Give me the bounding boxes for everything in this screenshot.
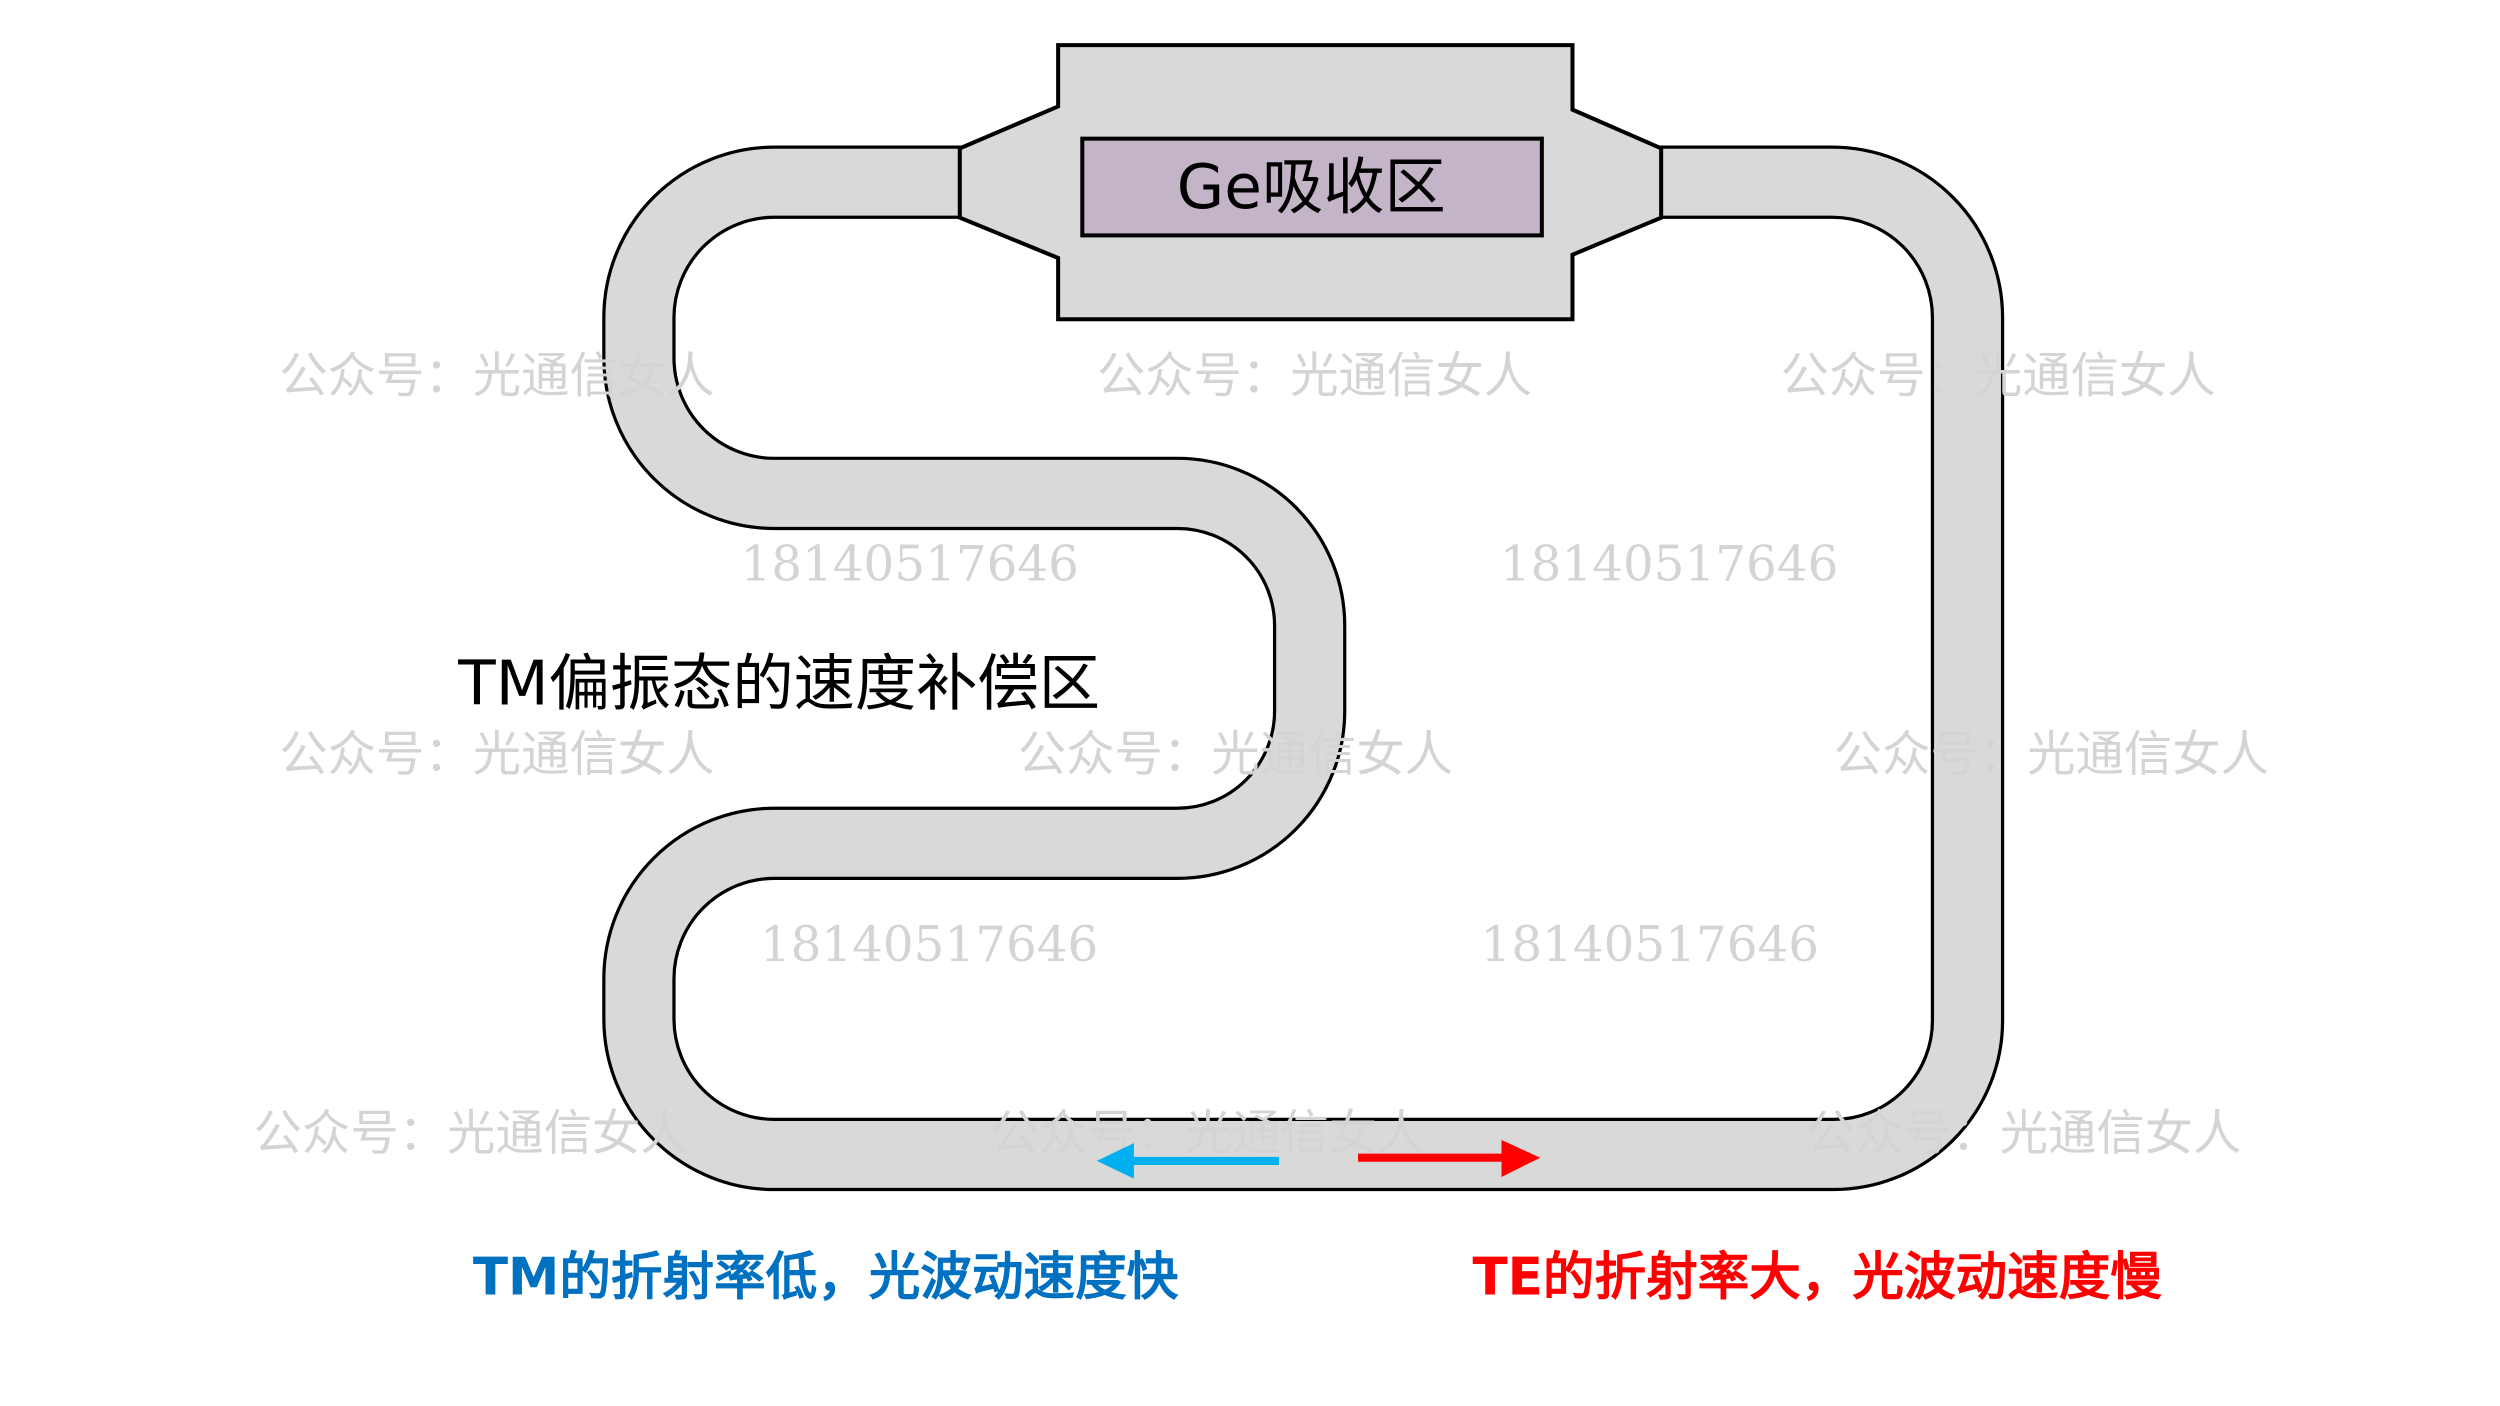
watermark: 公众号：光通信女人 (1018, 727, 1453, 783)
watermark: 公众号：光通信女人 (279, 727, 714, 783)
watermark: 18140517646 (740, 536, 1078, 592)
watermark: 18140517646 (760, 917, 1098, 973)
arrow-right-icon (1358, 1139, 1541, 1178)
watermark: 18140517646 (1481, 917, 1819, 973)
watermarks: 公众号：光通信女人 公众号：光通信女人 公众号：光通信女人 1814051764… (254, 348, 2269, 1162)
waveguide (602, 145, 2005, 1192)
watermark: 公众号：光通信女人 (1097, 348, 1532, 404)
tm-note: TM的折射率低，光波动速度快 (473, 1248, 1179, 1308)
watermark: 公众号：光通信女人 (279, 348, 714, 404)
ge-region (1080, 136, 1544, 238)
ge-region-label: Ge吸收区 (1177, 152, 1446, 223)
watermark: 18140517646 (1500, 536, 1838, 592)
watermark: 公众号：光通信女人 (254, 1106, 689, 1162)
arrow-left-icon (1096, 1143, 1280, 1179)
watermark: 公众号：光通信女人 (990, 1106, 1425, 1162)
tm-compensation-label: TM偏振态的速度补偿区 (457, 649, 1100, 720)
watermark: 公众号：光通信女人 (1806, 1106, 2241, 1162)
te-note: TE的折射率大，光波动速度慢 (1473, 1248, 2163, 1308)
watermark: 公众号：光通信女人 (1834, 727, 2269, 783)
watermark: 公众号：光通信女人 (1780, 348, 2215, 404)
